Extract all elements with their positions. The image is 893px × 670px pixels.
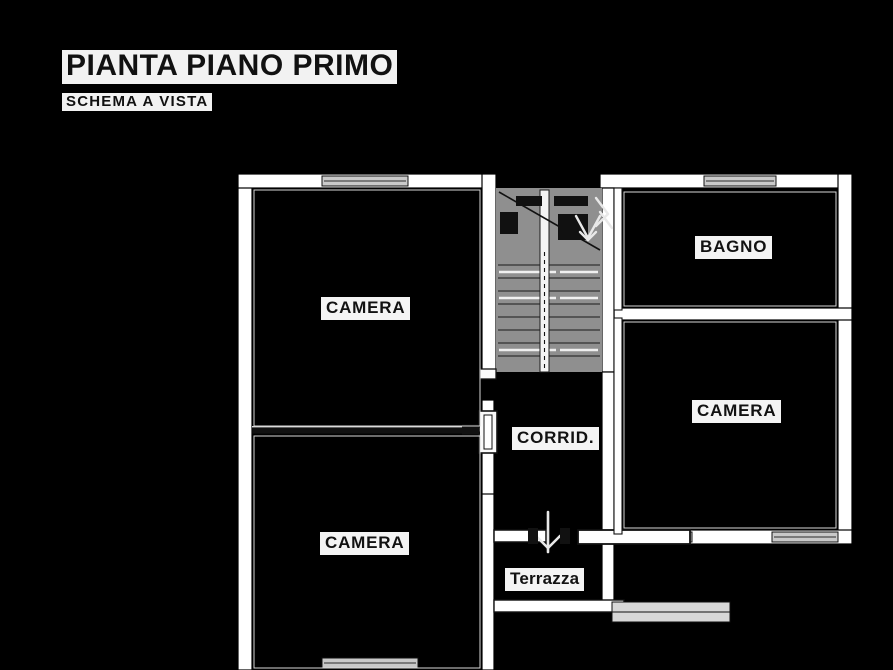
wall-corridor-right-lower bbox=[601, 371, 615, 611]
door-corridor-left bbox=[462, 410, 498, 454]
wall-terrazza-front-right bbox=[611, 601, 731, 613]
room-label-bagno: BAGNO bbox=[695, 236, 773, 259]
wall-terrazza-left bbox=[493, 529, 547, 543]
wall-left-rooms-divider bbox=[251, 426, 483, 435]
page-subtitle: SCHEMA A VISTA bbox=[62, 92, 213, 112]
wall-bagno-camera-divider bbox=[613, 307, 853, 321]
wall-left-block-right bbox=[481, 173, 497, 373]
staircase bbox=[496, 188, 602, 373]
room-label-corridoio: CORRID. bbox=[512, 427, 600, 450]
room-label-camera-right: CAMERA bbox=[692, 400, 782, 423]
room-inner-outlines bbox=[253, 189, 837, 669]
wall-corridor-left-lower bbox=[481, 491, 495, 670]
room-label-camera-bottom-left: CAMERA bbox=[320, 532, 410, 555]
title-block: PIANTA PIANO PRIMO SCHEMA A VISTA bbox=[62, 50, 398, 112]
terrazza-area bbox=[493, 510, 731, 623]
wall-terrazza-front bbox=[493, 599, 625, 613]
wall-terrazza-right bbox=[577, 529, 691, 545]
door-symbols-stair-landing bbox=[574, 196, 614, 242]
stair-stringer bbox=[539, 189, 550, 373]
room-label-camera-top-left: CAMERA bbox=[321, 297, 411, 320]
wall-right-exterior bbox=[837, 173, 853, 545]
wall-right-block-left bbox=[613, 187, 623, 535]
room-label-terrazza: Terrazza bbox=[505, 568, 585, 591]
wall-left-exterior bbox=[237, 173, 253, 670]
wall-terrazza-front-right-upper bbox=[611, 611, 731, 623]
page-title: PIANTA PIANO PRIMO bbox=[62, 50, 398, 84]
wall-corridor-left-stub-lower bbox=[481, 451, 495, 495]
door-corridor-upper bbox=[479, 368, 497, 380]
stair-break-line bbox=[498, 191, 601, 251]
